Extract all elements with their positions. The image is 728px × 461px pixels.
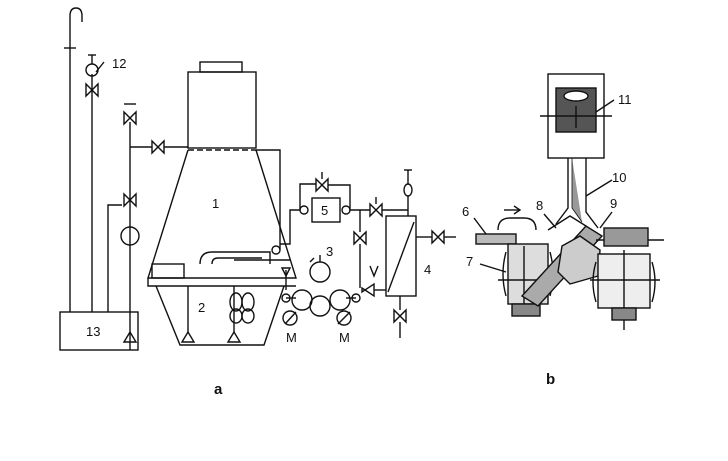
pump-circle (120, 226, 140, 246)
label-3: 3 (326, 244, 333, 259)
label-motor-left: M (286, 330, 297, 345)
label-11: 11 (618, 92, 632, 107)
unit-5 (311, 197, 341, 223)
column-1 (147, 61, 297, 346)
label-13: 13 (86, 324, 100, 339)
panel-b: 11 10 6 7 (462, 73, 664, 388)
valve-top-feed (151, 139, 165, 155)
valve-exchanger-out (431, 229, 445, 245)
valve-drain (393, 308, 407, 324)
valve-lower (353, 230, 367, 246)
bypass-unit-5 (280, 172, 408, 298)
exchanger-4 (385, 169, 456, 338)
label-motor-right: M (339, 330, 350, 345)
pump-cluster-3 (280, 255, 361, 326)
valve-feed-4 (369, 202, 383, 218)
manometer-line (85, 54, 105, 312)
valve-manometer (85, 82, 99, 98)
valve-top (123, 110, 137, 126)
valve-bypass (315, 177, 329, 193)
label-6: 6 (462, 204, 469, 219)
label-12: 12 (112, 56, 126, 71)
label-10: 10 (612, 170, 626, 185)
label-9: 9 (610, 196, 617, 211)
label-7: 7 (466, 254, 473, 269)
label-1: 1 (212, 196, 219, 211)
caption-a: a (214, 381, 223, 398)
return-line (107, 204, 122, 312)
label-5: 5 (321, 203, 328, 218)
tank-13 (59, 311, 139, 351)
label-8: 8 (536, 198, 543, 213)
caption-b: b (546, 371, 555, 388)
block-11 (540, 73, 612, 159)
valve-mid (123, 192, 137, 208)
motor-right-circle (336, 310, 352, 326)
element-9 (557, 227, 664, 330)
panel-a: 13 12 (59, 7, 456, 398)
vent-pipe (64, 7, 83, 312)
motor-left-circle (282, 310, 298, 326)
inlet-6 (475, 205, 537, 245)
label-2: 2 (198, 300, 205, 315)
label-4: 4 (424, 262, 431, 277)
tube-10 (555, 158, 613, 229)
pump-line (120, 103, 188, 350)
